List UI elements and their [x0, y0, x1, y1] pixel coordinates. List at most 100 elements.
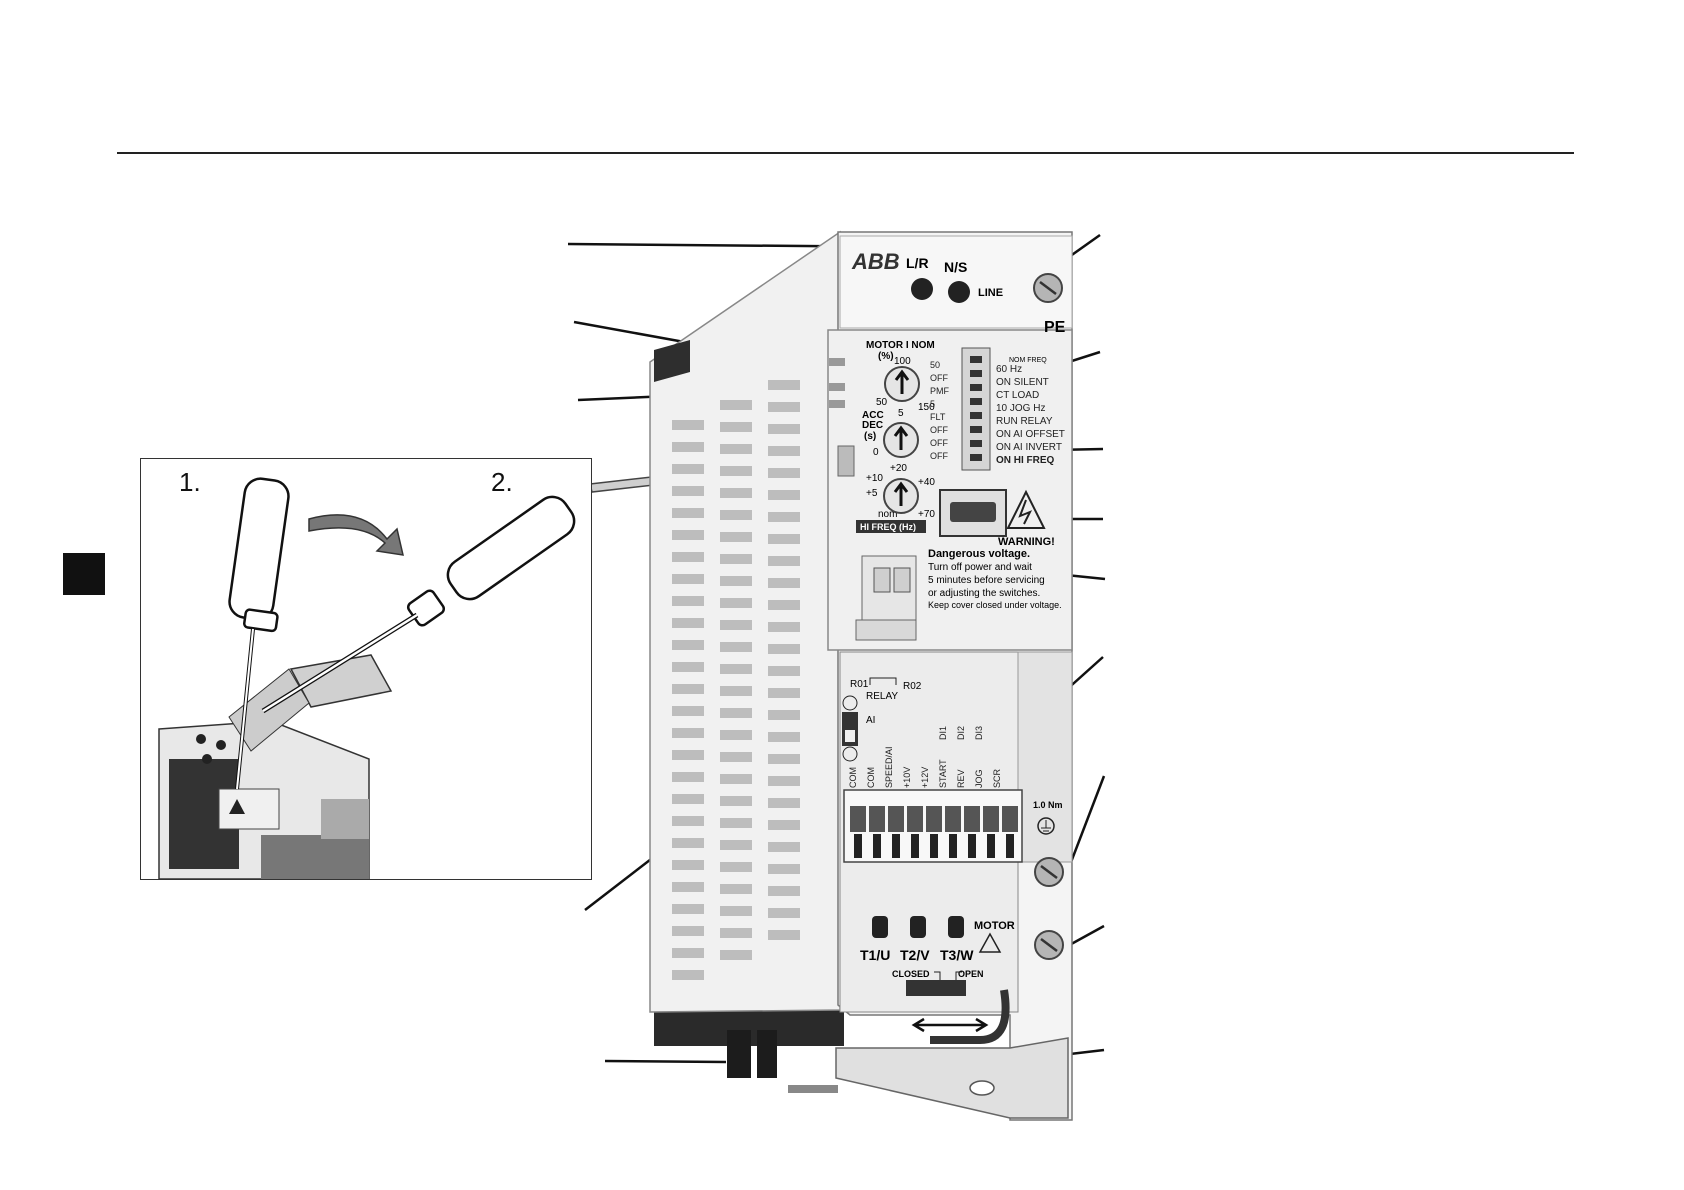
svg-text:HI FREQ (Hz): HI FREQ (Hz) — [860, 522, 916, 532]
vent-slot — [720, 796, 752, 806]
io-terminal-slot — [873, 834, 881, 858]
io-terminal-label: REV — [956, 769, 966, 788]
grounding-bracket — [788, 1037, 1069, 1119]
io-terminal-label: +12V — [920, 767, 930, 788]
io-terminal-screw — [1002, 806, 1018, 832]
dip-switch — [970, 454, 982, 461]
lr-button — [911, 278, 933, 300]
io-terminal-label: SPEED/AI — [884, 746, 894, 788]
svg-text:or adjusting the switches.: or adjusting the switches. — [928, 588, 1040, 599]
vent-slot — [672, 750, 704, 760]
io-terminal-slot — [1006, 834, 1014, 858]
vent-slot — [768, 820, 800, 830]
vent-slot — [672, 640, 704, 650]
io-terminal-label: SCR — [992, 768, 1002, 788]
svg-text:Keep cover closed under voltag: Keep cover closed under voltage. — [928, 600, 1062, 610]
vent-slot — [768, 600, 800, 610]
vent-slot — [672, 662, 704, 672]
svg-text:5 minutes before servicing: 5 minutes before servicing — [928, 575, 1045, 586]
svg-text:1.0 Nm: 1.0 Nm — [1033, 800, 1063, 810]
svg-text:WARNING!: WARNING! — [998, 536, 1055, 548]
io-terminal-screw — [888, 806, 904, 832]
vent-slot — [768, 666, 800, 676]
clamp-adjust-arrow-icon — [911, 1017, 989, 1033]
vent-slot — [768, 930, 800, 940]
motor-inom-dial: MOTOR I NOM (%) 100 50 150 — [866, 340, 935, 413]
vent-slot — [768, 424, 800, 434]
vent-slot — [768, 622, 800, 632]
vent-slot — [672, 420, 704, 430]
io-terminal-block — [843, 789, 1023, 863]
motor-warning-icon — [978, 932, 1002, 953]
vent-slot — [672, 926, 704, 936]
vent-slot — [720, 642, 752, 652]
svg-text:MOTOR: MOTOR — [974, 920, 1015, 932]
dip-left-label: 50 — [930, 360, 940, 370]
vent-slot — [768, 732, 800, 742]
pe-label: PE — [1044, 319, 1066, 336]
motor-terminals: T1/U T2/V T3/W MOTOR — [860, 916, 1015, 963]
dip-switch — [970, 426, 982, 433]
vent-slot — [720, 774, 752, 784]
io-terminal-label: +10V — [902, 767, 912, 788]
vent-slot — [768, 534, 800, 544]
io-terminal-screw — [907, 806, 923, 832]
vent-slot — [672, 574, 704, 584]
vent-slot — [768, 842, 800, 852]
dip-switch — [970, 440, 982, 447]
io-terminal-label: JOG — [974, 769, 984, 788]
dip-switch — [970, 370, 982, 377]
vent-slot — [720, 752, 752, 762]
vent-slot — [768, 468, 800, 478]
svg-text:ACC: ACC — [862, 410, 884, 421]
header-rule — [117, 152, 1574, 154]
dip-right-label: ON AI OFFSET — [996, 429, 1065, 440]
io-terminal-slot — [892, 834, 900, 858]
vent-slot — [672, 464, 704, 474]
vent-slot — [720, 488, 752, 498]
vent-slot — [672, 728, 704, 738]
io-terminal-label: START — [938, 759, 948, 788]
dip-right-label: ON AI INVERT — [996, 442, 1062, 453]
acc-dec-dial: ACC DEC (s) 5 0 — [862, 408, 919, 458]
drive-side-panel — [649, 230, 841, 1013]
dip-right-label: 60 Hz — [996, 364, 1022, 375]
vent-slot — [672, 706, 704, 716]
ns-button-label: N/S — [944, 259, 967, 275]
vent-slot — [720, 532, 752, 542]
svg-text:(%): (%) — [878, 351, 894, 362]
vent-slot — [768, 644, 800, 654]
svg-text:+70: +70 — [918, 509, 935, 520]
svg-text:+20: +20 — [890, 463, 907, 474]
dip-left-label: 5 — [930, 399, 935, 409]
rotate-direction-arrow-icon — [308, 514, 404, 556]
vent-slot — [672, 882, 704, 892]
vent-slot — [672, 948, 704, 958]
vent-slot — [672, 442, 704, 452]
ai-selector-switch: AI — [842, 695, 875, 762]
vent-slot — [672, 552, 704, 562]
vent-slot — [720, 928, 752, 938]
vent-slot — [720, 664, 752, 674]
vent-slot — [768, 446, 800, 456]
header-controls: ABB L/R N/S LINE PE — [851, 249, 1066, 336]
chapter-tab-marker — [63, 553, 105, 595]
io-terminal-screw — [926, 806, 942, 832]
vent-slot — [672, 596, 704, 606]
svg-text:MOTOR I NOM: MOTOR I NOM — [866, 340, 935, 351]
vent-slot — [672, 508, 704, 518]
di-label: DI1 — [938, 726, 948, 740]
step-1-label: 1. — [179, 467, 201, 497]
vent-slot — [672, 904, 704, 914]
dip-left-label: OFF — [930, 373, 948, 383]
screwdriver-angled-icon — [261, 495, 576, 714]
vent-slot — [672, 860, 704, 870]
vent-slot — [720, 466, 752, 476]
svg-text:0: 0 — [873, 447, 879, 458]
dip-right-label: RUN RELAY — [996, 416, 1053, 427]
vent-slot — [672, 970, 704, 980]
dip-switch — [970, 384, 982, 391]
vent-slot — [672, 794, 704, 804]
